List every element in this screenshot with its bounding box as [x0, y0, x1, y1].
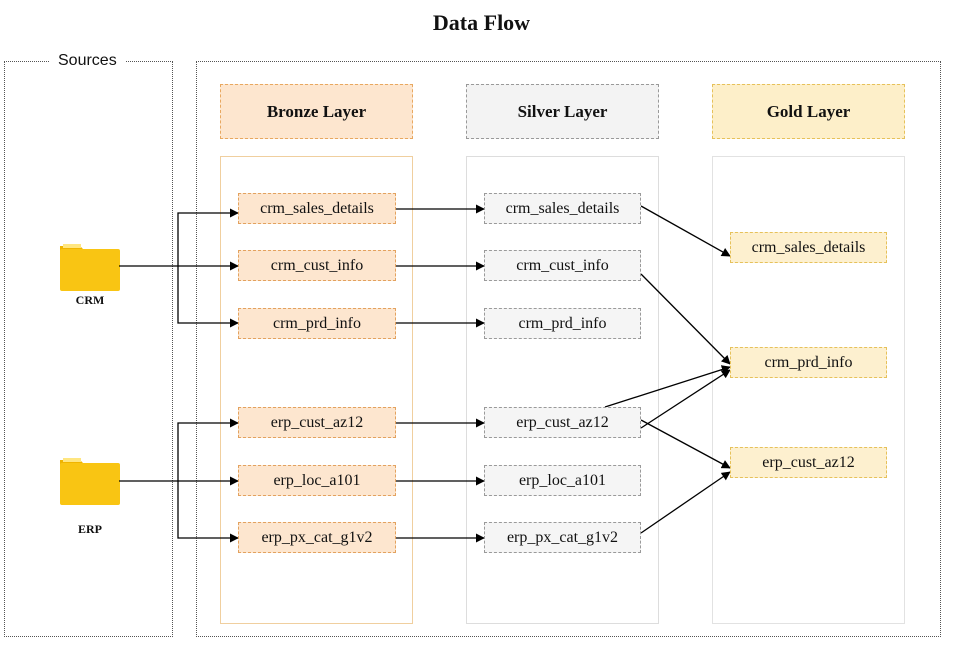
erp-source[interactable]: ERP [55, 454, 125, 536]
bronze-node-crm-sales-details[interactable]: crm_sales_details [238, 193, 396, 224]
bronze-node-crm-prd-info[interactable]: crm_prd_info [238, 308, 396, 339]
bronze-node-erp-px-cat-g1v2[interactable]: erp_px_cat_g1v2 [238, 522, 396, 553]
gold-node-erp-cust-az12[interactable]: erp_cust_az12 [730, 447, 887, 478]
gold-node-crm-prd-info[interactable]: crm_prd_info [730, 347, 887, 378]
silver-node-erp-cust-az12[interactable]: erp_cust_az12 [484, 407, 641, 438]
silver-layer-header: Silver Layer [466, 84, 659, 139]
arrow-silver-cust-info-to-gold-prd [640, 273, 731, 365]
silver-node-crm-prd-info[interactable]: crm_prd_info [484, 308, 641, 339]
arrow-erp-to-px-cat [177, 481, 239, 543]
bronze-layer-header: Bronze Layer [220, 84, 413, 139]
arrow-silver-cust-az12-to-gold-cust [640, 419, 731, 469]
arrow-silver-px-cat-to-gold-cust [640, 471, 731, 534]
gold-node-crm-sales-details[interactable]: crm_sales_details [730, 232, 887, 263]
bronze-layer-column [220, 156, 413, 624]
silver-node-crm-sales-details[interactable]: crm_sales_details [484, 193, 641, 224]
folder-icon [60, 458, 120, 505]
bronze-node-erp-cust-az12[interactable]: erp_cust_az12 [238, 407, 396, 438]
crm-source[interactable]: CRM [55, 238, 125, 308]
bronze-node-erp-loc-a101[interactable]: erp_loc_a101 [238, 465, 396, 496]
arrow-crm-to-prd-info [177, 266, 239, 328]
bronze-node-crm-cust-info[interactable]: crm_cust_info [238, 250, 396, 281]
crm-source-label: CRM [75, 293, 105, 307]
arrow-silver-sales-to-gold-sales [640, 205, 731, 257]
silver-node-erp-loc-a101[interactable]: erp_loc_a101 [484, 465, 641, 496]
arrow-silver-cust-az12-to-gold-prd-b [640, 369, 731, 429]
diagram-title: Data Flow [432, 10, 531, 35]
silver-node-erp-px-cat-g1v2[interactable]: erp_px_cat_g1v2 [484, 522, 641, 553]
layers-frame [196, 61, 941, 637]
silver-node-crm-cust-info[interactable]: crm_cust_info [484, 250, 641, 281]
arrow-erp-to-cust-az12 [177, 418, 239, 481]
sources-label: Sources [50, 52, 125, 70]
gold-layer-header: Gold Layer [712, 84, 905, 139]
erp-source-label: ERP [78, 522, 102, 536]
gold-layer-column [712, 156, 905, 624]
arrow-silver-cust-az12-to-gold-prd-a [604, 365, 731, 408]
arrow-crm-to-sales-details [177, 208, 239, 266]
folder-icon [60, 244, 120, 291]
